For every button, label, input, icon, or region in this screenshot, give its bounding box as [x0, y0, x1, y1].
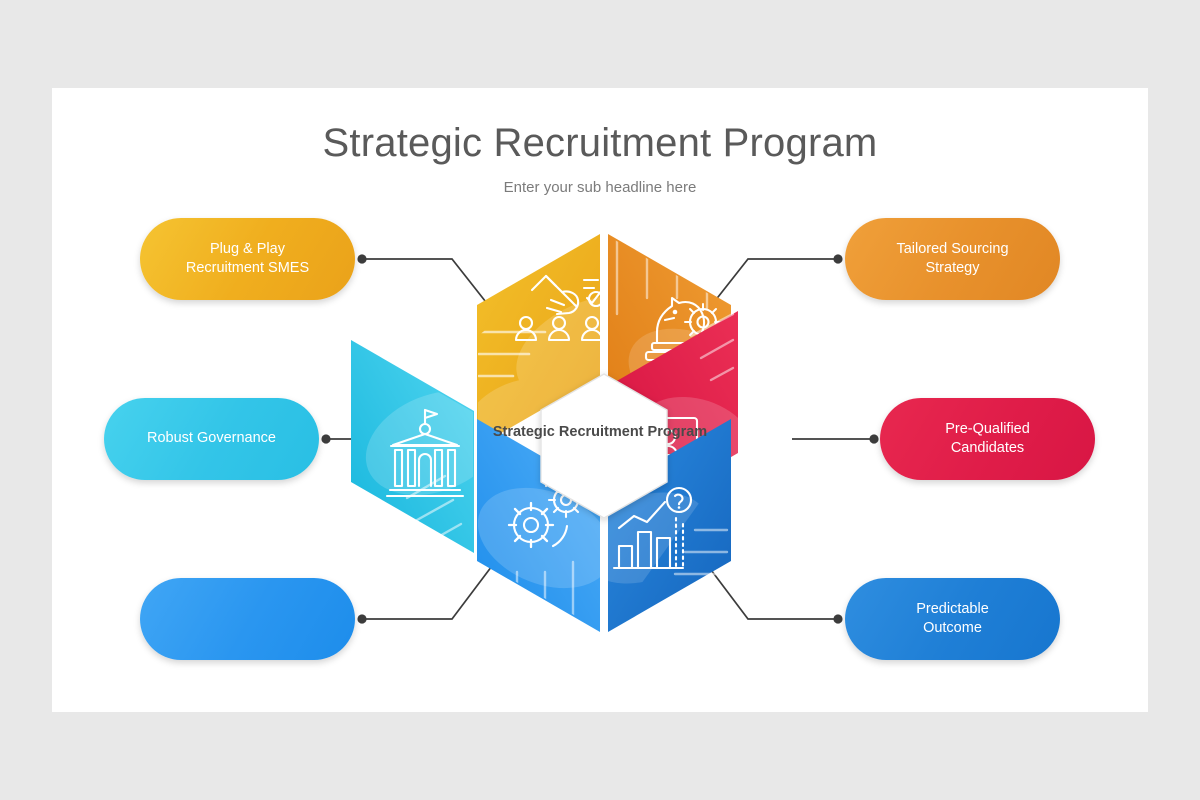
- pill-tailored-sourcing-strategy[interactable]: Tailored Sourcing Strategy: [845, 218, 1060, 300]
- pill-predictable-outcome[interactable]: Predictable Outcome: [845, 578, 1060, 660]
- pill-pre-qualified-candidates[interactable]: Pre-Qualified Candidates: [880, 398, 1095, 480]
- bar-chart-question-icon: [612, 486, 693, 570]
- pill-label-line1: Plug & Play: [210, 240, 285, 257]
- hexagon-wheel: [351, 228, 805, 638]
- page-subtitle: Enter your sub headline here: [503, 179, 697, 196]
- segment-cyan[interactable]: [350, 340, 519, 553]
- connector-dot-top-left: [357, 254, 367, 264]
- pill-label-line2: Recruitment SMES: [185, 260, 310, 276]
- pill-robust-governance[interactable]: Robust Governance: [104, 398, 319, 480]
- pill-label-line1: Tailored Sourcing: [896, 240, 1009, 257]
- connector-dot-top-right: [833, 254, 843, 264]
- slide-canvas: Strategic Recruitment Program Enter your…: [52, 88, 1148, 712]
- pill-label-line2: Strategy: [925, 260, 980, 276]
- pill-label-line1: Predictable: [916, 600, 989, 617]
- header-block: Strategic Recruitment Program Enter your…: [52, 88, 1148, 196]
- connector-dot-middle-left: [321, 434, 331, 444]
- hexagon-wheel-svg: [351, 234, 756, 632]
- pill-label-line2: Candidates: [950, 440, 1025, 456]
- pill-label-line1: Pre-Qualified: [945, 420, 1030, 437]
- connector-dot-middle-right: [869, 434, 879, 444]
- pill-label-line1: Robust Governance: [147, 430, 276, 447]
- pill-label-line2: Outcome: [923, 620, 982, 636]
- center-hexagon[interactable]: [540, 373, 668, 519]
- pill-empty-bottom-left[interactable]: [140, 578, 355, 660]
- connector-dot-bottom-right: [833, 614, 843, 624]
- hand-selecting-people-icon: [514, 274, 605, 342]
- institution-building-icon: [385, 408, 465, 498]
- connector-dot-bottom-left: [357, 614, 367, 624]
- page-title: Strategic Recruitment Program: [322, 121, 878, 165]
- pill-plug-play-recruitment-smes[interactable]: Plug & Play Recruitment SMES: [140, 218, 355, 300]
